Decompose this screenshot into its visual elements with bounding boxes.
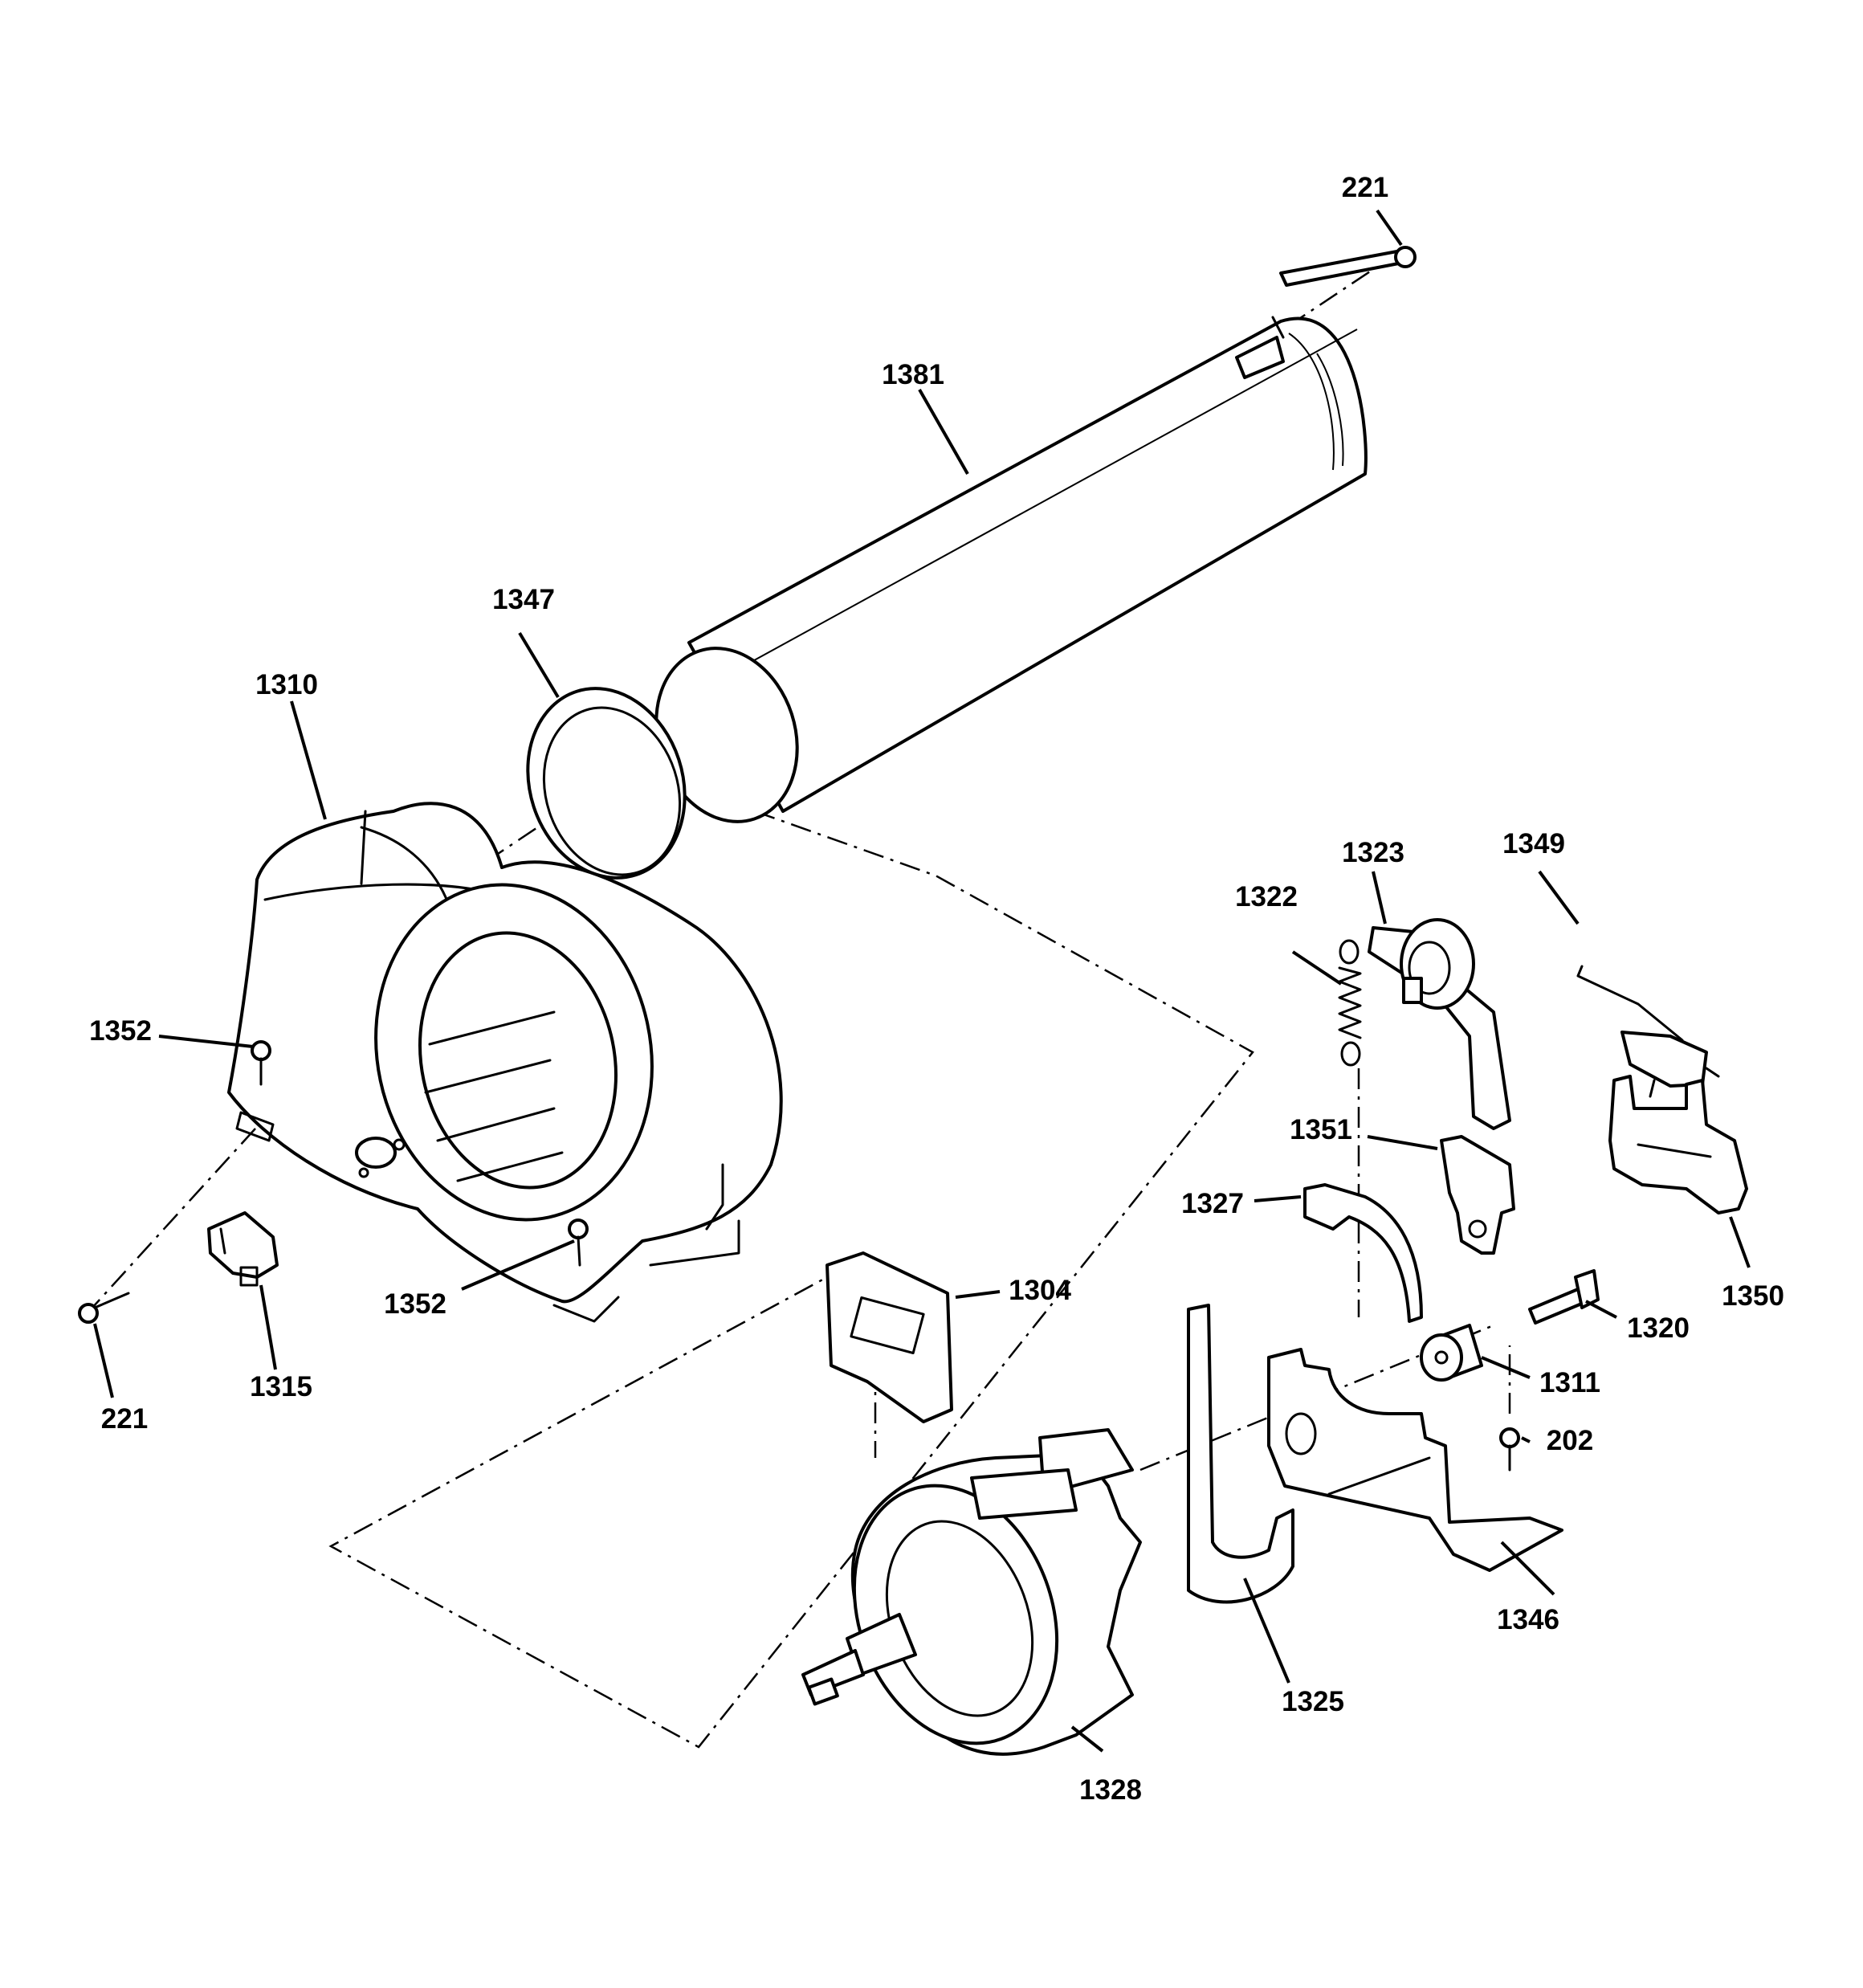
callout-1350: 1350: [1722, 1280, 1784, 1312]
part-221-screw-left: [78, 1292, 130, 1324]
callout-1320: 1320: [1627, 1312, 1690, 1344]
callout-1328: 1328: [1079, 1774, 1142, 1806]
part-1350-bracket: [1608, 1075, 1748, 1214]
callout-1347: 1347: [492, 584, 555, 615]
part-1325-duct: [1187, 1304, 1294, 1604]
part-1310-blower-housing: [227, 802, 783, 1323]
part-221-screw-top: [1279, 246, 1417, 287]
part-1352-screw-left: [251, 1040, 271, 1086]
callout-1351: 1351: [1290, 1114, 1352, 1145]
part-1328-motor: [801, 1428, 1142, 1756]
part-1327-strap: [1303, 1183, 1423, 1323]
part-1351-bracket: [1440, 1135, 1515, 1255]
callout-1310: 1310: [255, 669, 318, 700]
callout-221-left: 221: [101, 1403, 148, 1435]
callout-1346: 1346: [1497, 1604, 1559, 1635]
part-1322-spring: [1338, 939, 1362, 1067]
callout-1304: 1304: [1009, 1275, 1071, 1306]
part-1381-duct: [654, 316, 1368, 823]
leader-lines: [93, 209, 1751, 1753]
callout-1322: 1322: [1235, 881, 1298, 912]
part-1323-idler-pulley: [1368, 918, 1511, 1130]
part-1349-microswitch: [1576, 965, 1720, 1098]
callout-1327: 1327: [1181, 1188, 1244, 1219]
part-1304-bracket: [826, 1251, 953, 1423]
part-1347-ring: [526, 687, 687, 880]
callout-1349: 1349: [1502, 828, 1565, 859]
callout-202: 202: [1547, 1425, 1593, 1456]
callout-1315: 1315: [250, 1371, 312, 1402]
callout-1352-left: 1352: [89, 1015, 152, 1047]
part-1315-switch: [207, 1211, 279, 1287]
callout-1325: 1325: [1282, 1686, 1344, 1717]
part-1352-screw-mid: [568, 1219, 589, 1267]
callout-1323: 1323: [1342, 837, 1404, 868]
callout-1381: 1381: [882, 359, 944, 390]
part-1320-bolt: [1528, 1269, 1600, 1325]
callout-1352-mid: 1352: [384, 1288, 446, 1320]
part-1311-bushing: [1420, 1324, 1483, 1382]
callout-1311: 1311: [1539, 1367, 1600, 1398]
part-202-screw: [1499, 1427, 1520, 1472]
callout-221-top: 221: [1342, 172, 1388, 203]
callout-labels: 221 1381 1347 1310 1352 1352 221 1315 13…: [89, 172, 1784, 1806]
part-1346-motor-mount: [1267, 1348, 1563, 1572]
